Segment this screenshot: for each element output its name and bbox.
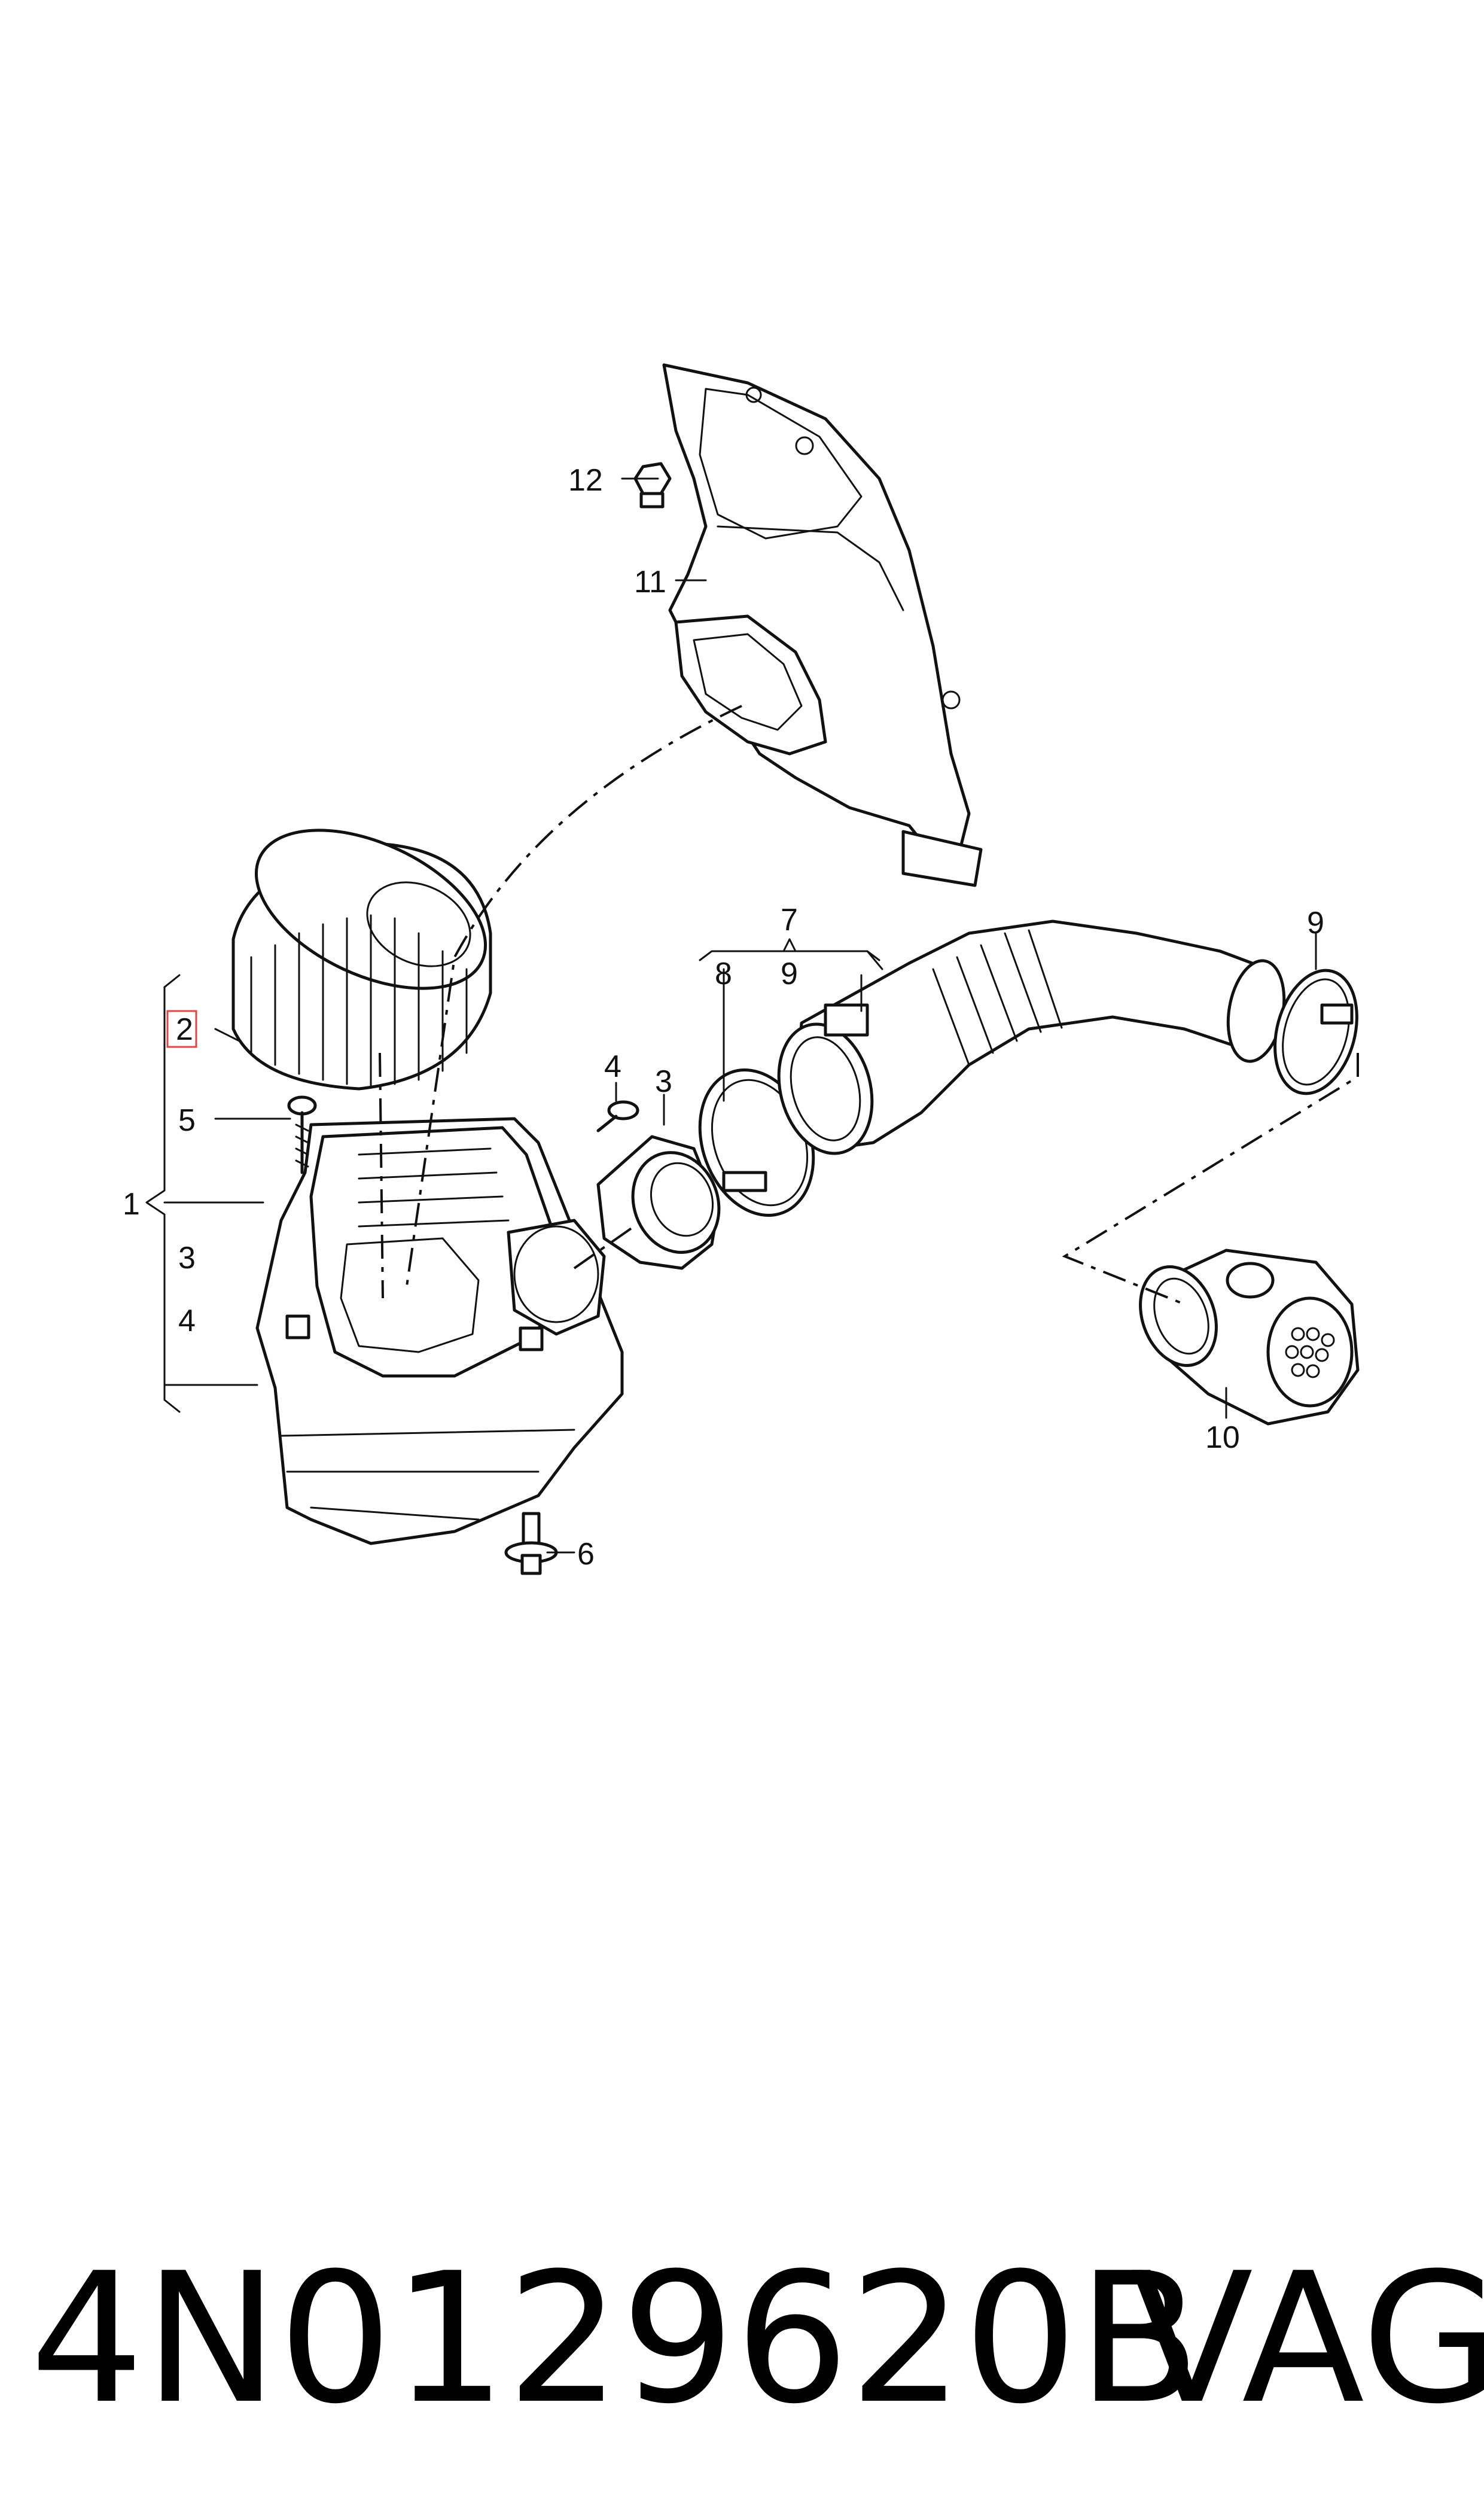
callout-2[interactable]: 2 — [176, 1012, 193, 1047]
grommet-part-6[interactable] — [504, 1512, 558, 1575]
callout-6: 6 — [577, 1537, 595, 1572]
callout-12: 12 — [568, 463, 603, 498]
intake-hose-part-7[interactable] — [765, 919, 1291, 1164]
callout-8: 8 — [715, 957, 732, 991]
screw-part-5[interactable] — [287, 1095, 317, 1174]
air-intake-duct-part-11[interactable] — [662, 363, 983, 887]
callout-4: 4 — [604, 1049, 621, 1084]
part-number: 4N0129620B — [30, 2234, 1201, 2443]
callout-9-group: 9 — [781, 957, 798, 991]
callout-5: 5 — [178, 1103, 196, 1138]
bolt-part-12[interactable] — [633, 462, 672, 509]
air-mass-meter-part-10[interactable] — [1128, 1249, 1360, 1426]
assembly-line-duct-housing — [406, 705, 742, 1287]
callout-7: 7 — [781, 903, 798, 937]
air-filter-housing-part-1[interactable] — [255, 1117, 624, 1545]
footer: 4N0129620B VAG — [30, 2234, 1484, 2443]
hose-clamp-part-9[interactable] — [1262, 961, 1370, 1103]
adapter-part-3[interactable] — [596, 1135, 733, 1270]
filter-element-part-2[interactable] — [231, 798, 510, 1091]
callout-2-highlight — [166, 1010, 197, 1048]
callout-11: 11 — [634, 565, 666, 599]
assembly-line-filter-housing — [379, 1052, 384, 1299]
screw-part-4[interactable] — [596, 1100, 639, 1132]
brand-name: VAG — [1130, 2234, 1484, 2443]
callout-10: 10 — [1205, 1420, 1240, 1455]
parts-diagram: 12 11 2 5 1 3 4 7 8 9 9 4 3 10 6 — [123, 363, 1370, 1575]
assembly-line-hose-meter — [1062, 1053, 1359, 1305]
callout-3-housing: 3 — [178, 1241, 196, 1275]
assembly-line-housing-adapter — [573, 1225, 635, 1269]
callout-9: 9 — [1307, 906, 1324, 940]
callout-4-housing: 4 — [178, 1304, 196, 1338]
callout-3: 3 — [655, 1064, 672, 1099]
leader-lines — [145, 477, 1317, 1554]
callout-1: 1 — [123, 1187, 140, 1222]
